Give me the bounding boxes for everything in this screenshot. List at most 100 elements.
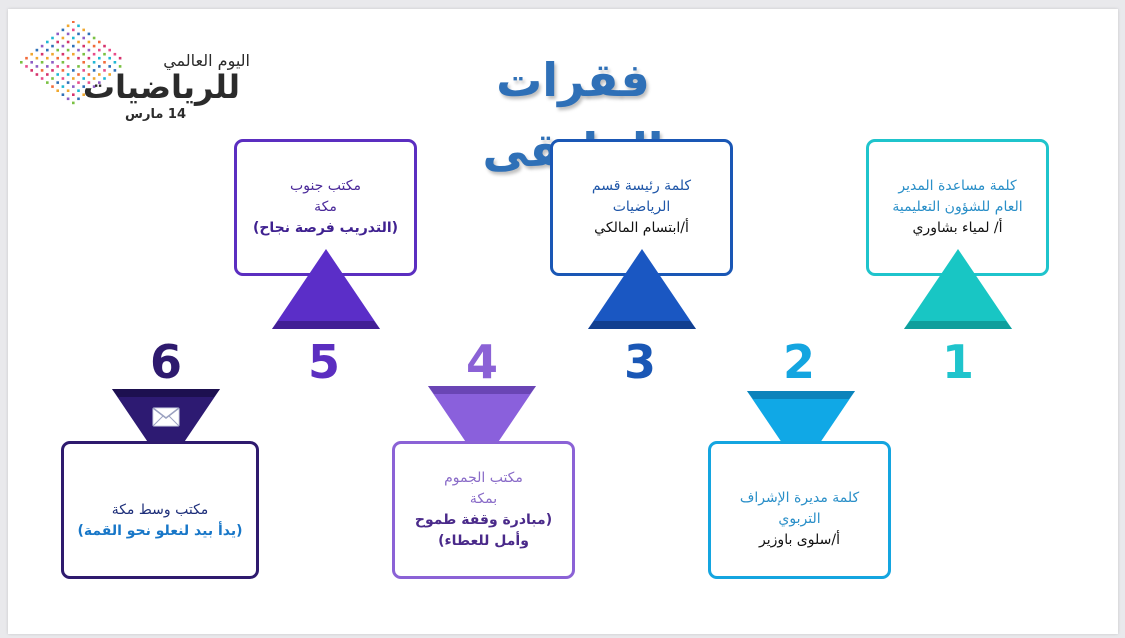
logo-dot <box>35 73 39 76</box>
logo-dot <box>56 73 59 76</box>
logo-dot <box>30 61 33 64</box>
item-1-number: 1 <box>941 335 974 389</box>
item-4-line-1: مكتب الجموم <box>444 470 523 486</box>
logo-dot <box>40 77 44 80</box>
logo-dot <box>77 32 80 36</box>
logo-dot <box>51 69 54 72</box>
slide: اليوم العالمي للرياضيات 14 مارس فقرات ال… <box>8 9 1118 634</box>
logo-dot <box>46 56 49 60</box>
logo-dot <box>56 89 59 92</box>
logo-dot <box>82 28 85 32</box>
logo-dot <box>56 32 59 36</box>
logo-dot <box>51 85 54 88</box>
logo-dot <box>77 48 80 52</box>
logo-dot <box>30 69 33 72</box>
item-6-line-1: مكتب وسط مكة <box>111 502 209 518</box>
logo-dot <box>61 77 65 80</box>
logo-dot <box>35 56 39 60</box>
logo-dot <box>72 21 75 23</box>
logo-dot <box>77 65 80 68</box>
dot-grid-icon <box>20 21 122 105</box>
logo-dot <box>98 73 101 76</box>
logo-dot <box>113 69 117 72</box>
logo-dot <box>35 48 39 52</box>
item-6-number: 6 <box>149 335 182 389</box>
logo-dot <box>82 69 85 72</box>
item-1-line-2: العام للشؤون التعليمية <box>892 199 1023 215</box>
logo-dot <box>87 56 91 60</box>
logo-dot <box>87 81 91 84</box>
logo-dot <box>77 24 80 28</box>
logo-dot <box>87 73 91 76</box>
logo-dot <box>30 52 33 56</box>
logo-dot <box>87 48 91 52</box>
logo-dot <box>46 65 49 68</box>
logo-dot <box>56 48 59 52</box>
logo-dot <box>87 40 91 44</box>
logo-dot <box>66 65 70 68</box>
logo-dot <box>92 77 96 80</box>
item-3-line-1: كلمة رئيسة قسم <box>591 178 692 194</box>
logo-dot <box>61 61 65 64</box>
logo-dot <box>72 44 75 48</box>
item-1-line-3: أ/ لمياء بشاوري <box>912 220 1003 236</box>
item-3-box: كلمة رئيسة قسم الرياضيات أ/ابتسام المالك… <box>550 139 733 276</box>
logo-dot <box>77 73 80 76</box>
logo-dot <box>40 52 44 56</box>
logo-dot <box>72 85 75 88</box>
logo-dot <box>51 61 54 64</box>
logo-dot <box>66 56 70 60</box>
logo-dot <box>92 52 96 56</box>
logo-dot <box>61 36 65 40</box>
item-4-line-2: بمكة <box>469 491 498 507</box>
logo-dot <box>103 44 106 48</box>
logo-dot <box>113 61 117 64</box>
logo-dot <box>61 93 65 96</box>
logo-dot <box>51 77 54 80</box>
item-2-line-3: أ/سلوى باوزير <box>759 531 840 548</box>
logo-date: 14 مارس <box>125 107 186 122</box>
logo-dot <box>108 56 111 60</box>
logo-dot <box>66 40 70 44</box>
logo-line1: اليوم العالمي <box>163 51 250 70</box>
logo-dot <box>118 56 122 60</box>
logo-dot <box>56 40 59 44</box>
logo-dot <box>51 52 54 56</box>
logo-dot <box>66 24 70 28</box>
item-2-line-2: التربوي <box>778 510 821 527</box>
logo-dot <box>72 77 75 80</box>
logo-dot <box>25 65 28 68</box>
logo-dot <box>66 97 70 101</box>
page-title: فقرات الملتقى <box>482 53 663 177</box>
item-2-line-1: كلمة مديرة الإشراف <box>739 489 860 506</box>
logo-dot <box>56 56 59 60</box>
logo-dot <box>82 61 85 64</box>
logo-dot <box>82 77 85 80</box>
logo-dot <box>98 81 101 84</box>
logo-dot <box>108 65 111 68</box>
item-4-number: 4 <box>465 335 498 389</box>
logo-dot <box>92 44 96 48</box>
item-3-line-3: أ/ابتسام المالكي <box>594 220 689 236</box>
logo-dot <box>61 69 65 72</box>
logo-dot <box>61 44 65 48</box>
logo-dot <box>46 40 49 44</box>
logo-dot <box>108 48 111 52</box>
item-5-line-2: مكة <box>314 199 337 215</box>
logo-dot <box>92 69 96 72</box>
logo-dot <box>56 81 59 84</box>
logo-dot <box>77 97 80 101</box>
item-6-line-2: (يدأ بيد لنعلو نحو القمة) <box>77 523 243 539</box>
logo-dot <box>82 85 85 88</box>
logo-dot <box>82 36 85 40</box>
logo-dot <box>98 65 101 68</box>
logo-dot <box>118 65 122 68</box>
logo-dot <box>98 40 101 44</box>
item-4-line-4: وأمل للعطاء) <box>438 533 529 549</box>
logo-dot <box>98 48 101 52</box>
logo-dot <box>72 101 75 105</box>
logo-dot <box>61 85 65 88</box>
logo-dot <box>113 52 117 56</box>
item-4-triangle <box>428 386 536 466</box>
logo-dot <box>66 48 70 52</box>
